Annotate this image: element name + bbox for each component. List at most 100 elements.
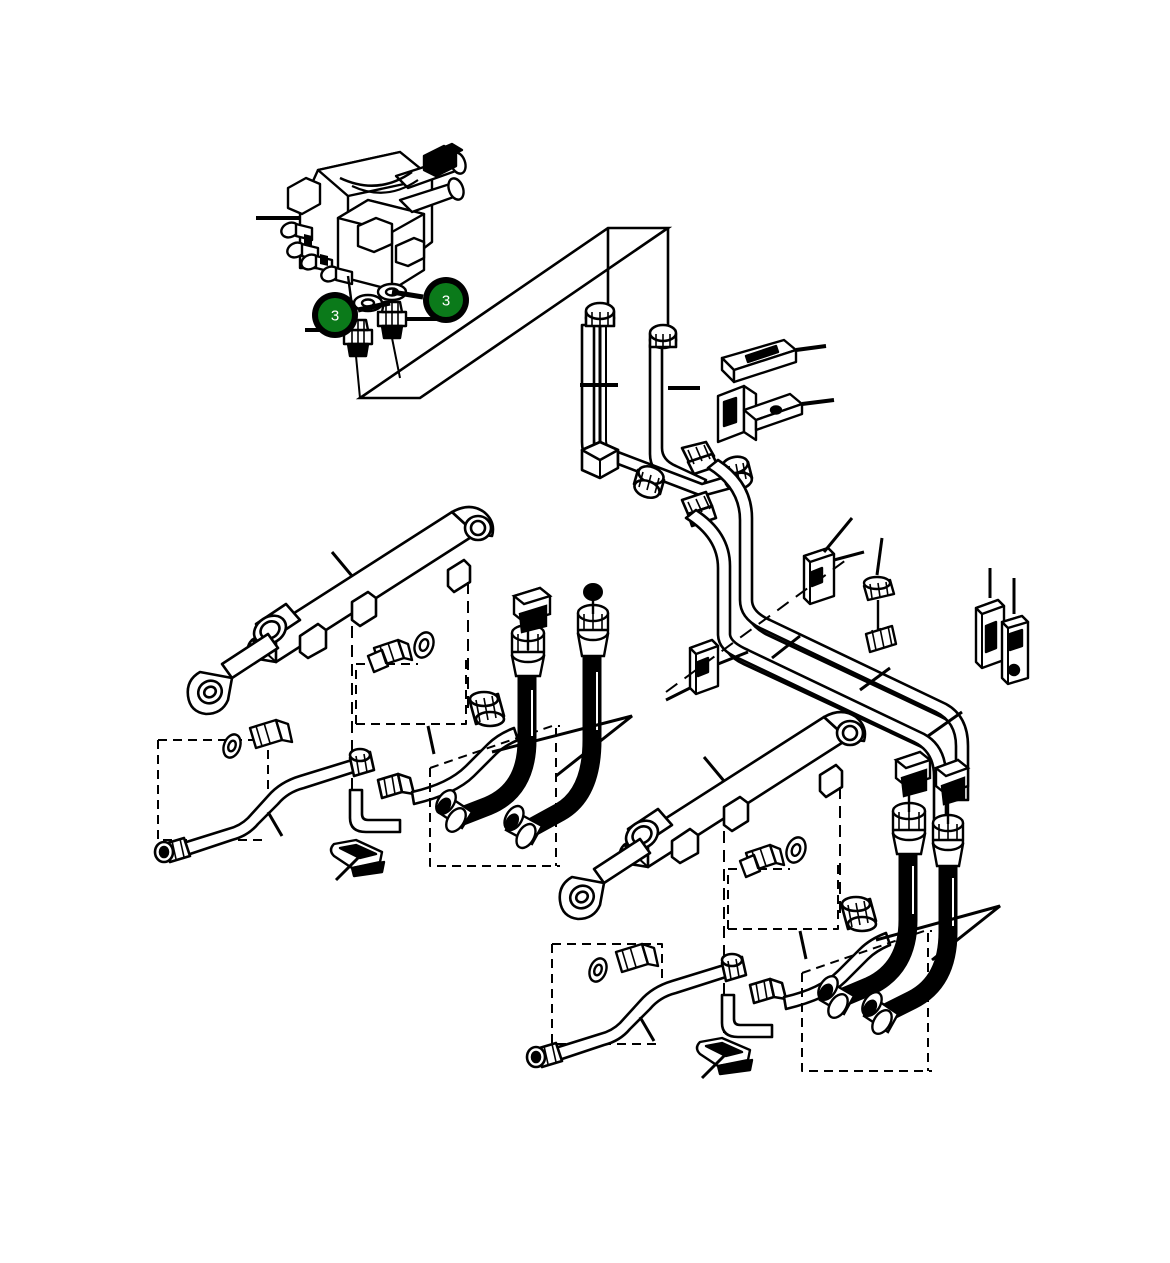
long-tube-leader-2: [859, 666, 891, 692]
ltube-2-fitting-b: [376, 772, 416, 800]
tube-clamp-lower: [695, 1036, 754, 1080]
ltube-2b-facet-2: [391, 775, 396, 795]
cyl-right-fitting-upper: [738, 836, 807, 879]
long-tube-leader-3: [927, 710, 963, 738]
clamp-ll-leader: [334, 854, 362, 882]
assembly-reference-dashed-line: [665, 559, 847, 693]
rtube-2a-facet-2: [735, 958, 740, 978]
clamp-ml-leader-b: [717, 650, 749, 666]
ltube-1-end-fitting: [153, 836, 192, 864]
center-black-hose-pair: [435, 583, 633, 850]
end-nut-facet-3: [742, 462, 747, 480]
rtube-1-bore: [530, 1050, 542, 1064]
rtube-3-end-fitting: [840, 895, 878, 933]
valve-port-shadow-1: [304, 234, 312, 246]
l-bracket-slot: [722, 396, 738, 428]
cyl-left-fitting-lower: [222, 718, 294, 759]
hose-b-lower-fitting: [503, 804, 544, 850]
cyl-left-leader: [330, 551, 354, 577]
hose-c-adapter-shadow: [900, 768, 928, 798]
tube-clamp-left-lower: [329, 838, 386, 882]
ltube-3-end-fitting: [468, 690, 506, 728]
ltube-1-leader: [266, 811, 284, 837]
hose-d-lower-fitting: [861, 990, 900, 1036]
hose-d-upper-fitting: [931, 813, 965, 868]
hose-c-body: [828, 838, 918, 1011]
hose-a-adapter-top: [511, 586, 553, 606]
ltube-3-facet-2: [483, 697, 489, 721]
cyl-left-dashbox-a-1: [355, 663, 418, 724]
union-facet-1: [638, 471, 644, 488]
cyl-right-rod: [592, 837, 652, 885]
l-bracket-leader: [801, 398, 835, 406]
hose-d-adapter-top: [933, 758, 971, 778]
elbow-facet-3: [703, 444, 711, 460]
callout-3-left-leader: [357, 300, 391, 313]
flat-plate-front: [732, 348, 798, 384]
ltube-3-collar-2: [474, 710, 506, 728]
plug-right-thread: [380, 324, 404, 340]
cyl-left-rod: [220, 632, 280, 680]
l-shaped-bracket: [716, 384, 835, 444]
bracket-ra-top: [974, 598, 1006, 616]
clamp-mr-slot: [810, 566, 824, 588]
left-lower-dashbox-1: [429, 768, 560, 867]
lower-clamp-brackets: [329, 838, 754, 1080]
bracket-rb-hole: [1007, 663, 1021, 677]
plug-left-thread: [346, 342, 370, 358]
hose-a-lower-fitting: [435, 789, 474, 833]
l-bracket-hole: [769, 405, 783, 415]
cyl-right-leader: [702, 756, 726, 782]
cyl-right-dashbox-b-1: [551, 944, 658, 1045]
clamp-mr-leader-a: [822, 517, 854, 553]
hydraulic-cylinder-right: [558, 710, 867, 1060]
lower-union-facet-2: [695, 498, 703, 513]
clamp-ll-foot: [350, 860, 386, 878]
hose-d-end-bore: [862, 999, 878, 1017]
hose-b-plug-head: [583, 583, 603, 601]
hydraulic-cylinder-left: [186, 505, 495, 800]
clf-lower-oring-bore: [227, 739, 237, 753]
cyl-right-dashbox-b-2: [552, 943, 663, 994]
clamp-ml-slot: [696, 656, 710, 678]
cyl-right-lug-2: [722, 795, 750, 833]
lower-union-facet-3: [703, 495, 711, 510]
bracket-ra-slot: [984, 620, 998, 654]
hose-d-adapter-shadow: [940, 776, 966, 806]
ltube-2b-facet-1: [383, 777, 388, 797]
hose-pair-v-leader: [491, 714, 633, 778]
callout-3-right[interactable]: 3: [391, 277, 469, 323]
cyl-left-lug-2: [350, 590, 378, 628]
clf-lower-tail: [274, 718, 294, 744]
clamp-mr-leader-b: [833, 550, 865, 562]
callout-3-right-disc[interactable]: [429, 283, 463, 317]
clamp-bracket-right-a: [974, 568, 1006, 670]
crf-upper-facet-2: [759, 847, 767, 867]
flat-plate-slot: [744, 344, 780, 364]
cyl-left-dashbox-a-2: [356, 660, 467, 725]
cyl-right-dashbox-a-2: [728, 865, 839, 930]
callout-3-left-disc[interactable]: [318, 298, 352, 332]
elbow-facet-2: [695, 446, 703, 462]
rtube-3-collar-2: [846, 915, 878, 933]
valve-port-shadow-2: [320, 254, 328, 266]
rtube-1-leader: [638, 1016, 656, 1042]
rtube-3-facet-2: [855, 902, 861, 926]
left-lower-steel-tubes: [153, 690, 560, 867]
tee-block-top: [580, 440, 620, 462]
clf-upper-oring-bore: [418, 637, 430, 653]
rtube-1-facet-2: [551, 1043, 557, 1063]
clamp-low-foot: [716, 1058, 754, 1076]
hose-c-end-collar-2: [827, 992, 849, 1020]
ltube-2a-facet-1: [355, 755, 360, 775]
hose-c-adapter-top: [893, 750, 933, 770]
cylinder-left-port-parts: [157, 631, 467, 841]
clf-upper-facet-1: [379, 645, 387, 665]
clamp-ml-leader-a: [665, 686, 691, 702]
clf-lower-facet-2: [263, 722, 271, 744]
union-facet-3: [654, 477, 660, 494]
clamp-ml-top: [688, 638, 720, 656]
hose-b-end-bore: [504, 813, 520, 831]
